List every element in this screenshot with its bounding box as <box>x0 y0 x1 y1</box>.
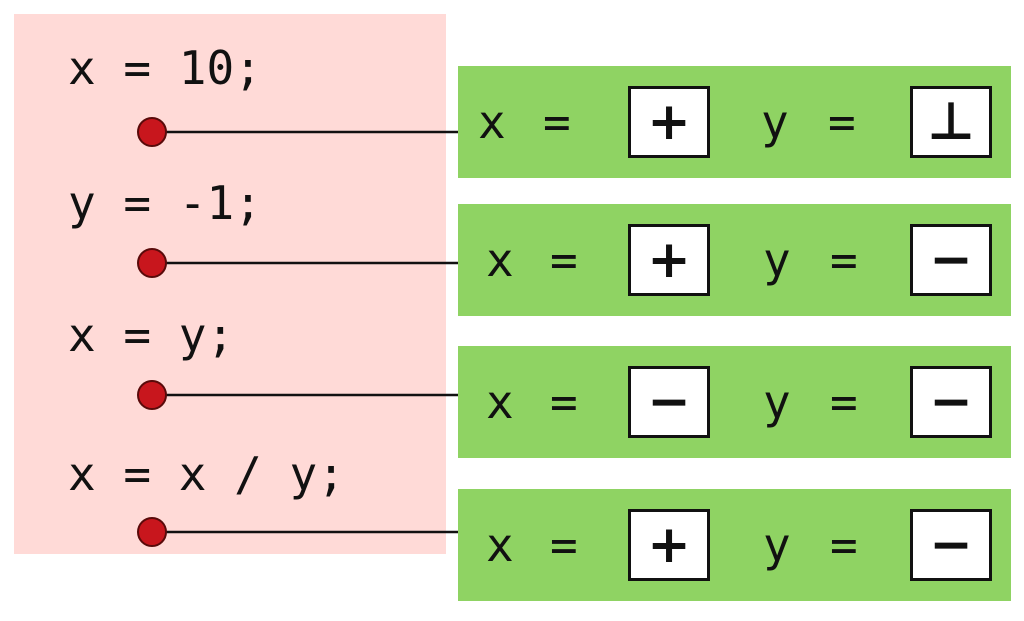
x-equals-sign: = <box>550 518 578 572</box>
code-line-3: x = y; <box>68 308 235 362</box>
x-equals-sign: = <box>550 375 578 429</box>
state-row-1: x = + y = ⊥ <box>458 66 1011 178</box>
program-point-marker-4 <box>137 517 167 547</box>
state-box-1: x = + y = ⊥ <box>458 66 1011 178</box>
state-row-3: x = − y = − <box>458 346 1011 458</box>
program-point-marker-3 <box>137 380 167 410</box>
code-line-4: x = x / y; <box>68 447 345 501</box>
y-variable-label: y <box>763 375 791 429</box>
y-sign-value-box: − <box>910 366 992 438</box>
code-line-1: x = 10; <box>68 41 262 95</box>
state-row-2: x = + y = − <box>458 204 1011 316</box>
y-variable-label: y <box>763 233 791 287</box>
y-variable-label: y <box>761 95 789 149</box>
state-row-4: x = + y = − <box>458 489 1011 601</box>
x-variable-label: x <box>478 95 506 149</box>
code-line-2: y = -1; <box>68 176 262 230</box>
program-point-marker-2 <box>137 248 167 278</box>
program-point-marker-1 <box>137 117 167 147</box>
x-sign-value-box: + <box>628 224 710 296</box>
state-box-3: x = − y = − <box>458 346 1011 458</box>
y-sign-value-box: ⊥ <box>910 86 992 158</box>
x-equals-sign: = <box>550 233 578 287</box>
x-sign-value-box: + <box>628 86 710 158</box>
y-equals-sign: = <box>828 95 856 149</box>
x-variable-label: x <box>486 233 514 287</box>
state-box-2: x = + y = − <box>458 204 1011 316</box>
y-equals-sign: = <box>830 375 858 429</box>
x-sign-value-box: − <box>628 366 710 438</box>
y-sign-value-box: − <box>910 509 992 581</box>
x-variable-label: x <box>486 518 514 572</box>
state-box-4: x = + y = − <box>458 489 1011 601</box>
x-variable-label: x <box>486 375 514 429</box>
y-sign-value-box: − <box>910 224 992 296</box>
y-equals-sign: = <box>830 518 858 572</box>
x-equals-sign: = <box>543 95 571 149</box>
y-equals-sign: = <box>830 233 858 287</box>
code-panel <box>14 14 446 554</box>
x-sign-value-box: + <box>628 509 710 581</box>
y-variable-label: y <box>763 518 791 572</box>
